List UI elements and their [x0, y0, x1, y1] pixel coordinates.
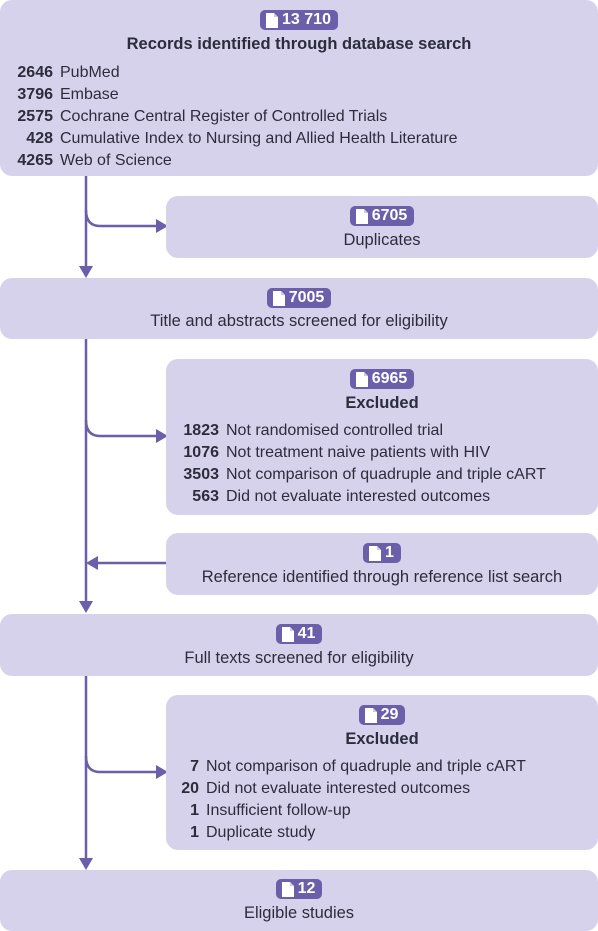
list-item: 3796 Embase — [4, 84, 458, 106]
count-badge: 6965 — [349, 369, 415, 389]
item-label: Not comparison of quadruple and triple c… — [226, 466, 546, 483]
item-label: Cochrane Central Register of Controlled … — [60, 108, 388, 125]
list-item: 2646 PubMed — [4, 62, 458, 84]
box-title: Eligible studies — [243, 904, 355, 922]
count-badge: 6705 — [349, 206, 415, 226]
count-badge: 12 — [275, 879, 323, 899]
item-label: PubMed — [60, 64, 120, 81]
box-title: Records identified through database sear… — [126, 35, 472, 53]
list-item: 4265 Web of Science — [4, 150, 458, 172]
item-count: 2646 — [17, 64, 53, 81]
item-count: 563 — [192, 488, 219, 505]
box-title: Reference identified through reference l… — [201, 568, 563, 586]
list-item: 20 Did not evaluate interested outcomes — [166, 778, 526, 800]
excluded-box: 6965 Excluded 1823 Not randomised control… — [166, 359, 598, 515]
count-value: 6965 — [371, 370, 408, 387]
item-count: 2575 — [17, 108, 53, 125]
document-icon — [369, 545, 382, 561]
item-count: 1076 — [183, 444, 219, 461]
eligible-box: 12 Eligible studies — [0, 870, 598, 931]
list-item: 563 Did not evaluate interested outcomes — [166, 486, 546, 508]
exclusion-list: 1823 Not randomised controlled trial 1076… — [166, 420, 546, 508]
item-count: 1 — [190, 824, 199, 841]
list-item: 428 Cumulative Index to Nursing and Allie… — [4, 128, 458, 150]
document-icon — [355, 208, 368, 224]
item-count: 1823 — [183, 422, 219, 439]
item-count: 428 — [26, 130, 53, 147]
count-badge: 1 — [363, 543, 401, 563]
item-label: Embase — [60, 86, 119, 103]
item-label: Cumulative Index to Nursing and Allied H… — [60, 130, 458, 147]
list-item: 1823 Not randomised controlled trial — [166, 420, 546, 442]
document-icon — [364, 707, 377, 723]
list-item: 3503 Not comparison of quadruple and trip… — [166, 464, 546, 486]
count-badge: 29 — [358, 705, 406, 725]
list-item: 1 Duplicate study — [166, 822, 526, 844]
arrowhead-right — [156, 219, 168, 233]
arrowhead-left — [86, 556, 98, 570]
document-icon — [281, 881, 294, 897]
records-identified-box: 13 710 Records identified through databa… — [0, 0, 598, 176]
arrowhead-down — [79, 601, 93, 613]
item-count: 3796 — [17, 86, 53, 103]
count-value: 7005 — [288, 289, 325, 306]
count-badge: 41 — [275, 624, 323, 644]
document-icon — [266, 12, 279, 28]
duplicates-box: 6705 Duplicates — [166, 196, 598, 258]
document-icon — [355, 371, 368, 387]
document-icon — [272, 290, 285, 306]
arrowhead-down — [79, 858, 93, 870]
list-item: 2575 Cochrane Central Register of Control… — [4, 106, 458, 128]
exclusion-list: 7 Not comparison of quadruple and triple … — [166, 756, 526, 844]
count-value: 1 — [385, 544, 394, 561]
list-item: 7 Not comparison of quadruple and triple … — [166, 756, 526, 778]
box-title: Excluded — [345, 394, 419, 412]
box-title: Excluded — [345, 730, 419, 748]
list-item: 1076 Not treatment naive patients with HI… — [166, 442, 546, 464]
item-count: 4265 — [17, 152, 53, 169]
item-label: Not treatment naive patients with HIV — [226, 444, 491, 461]
item-count: 3503 — [183, 466, 219, 483]
reference-box: 1 Reference identified through reference… — [166, 533, 598, 595]
count-badge: 7005 — [266, 288, 332, 308]
item-label: Not randomised controlled trial — [226, 422, 443, 439]
count-badge: 13 710 — [260, 10, 338, 30]
item-label: Duplicate study — [206, 824, 316, 841]
item-label: Not comparison of quadruple and triple c… — [206, 758, 526, 775]
list-item: 1 Insufficient follow-up — [166, 800, 526, 822]
box-title: Title and abstracts screened for eligibi… — [150, 312, 448, 330]
item-label: Web of Science — [60, 152, 172, 169]
item-count: 7 — [190, 758, 199, 775]
item-count: 20 — [181, 780, 199, 797]
arrowhead-right — [156, 429, 168, 443]
count-value: 12 — [297, 880, 316, 897]
item-label: Insufficient follow-up — [206, 802, 351, 819]
item-label: Did not evaluate interested outcomes — [226, 488, 491, 505]
item-count: 1 — [190, 802, 199, 819]
excluded-box: 29 Excluded 7 Not comparison of quadruple… — [166, 695, 598, 850]
count-value: 6705 — [371, 207, 408, 224]
count-value: 41 — [297, 625, 316, 642]
count-value: 13 710 — [282, 11, 331, 28]
item-label: Did not evaluate interested outcomes — [206, 780, 471, 797]
count-value: 29 — [380, 706, 399, 723]
box-title: Full texts screened for eligibility — [184, 649, 414, 667]
fulltext-box: 41 Full texts screened for eligibility — [0, 614, 598, 676]
screened-box: 7005 Title and abstracts screened for el… — [0, 278, 598, 339]
document-icon — [281, 626, 294, 642]
box-title: Duplicates — [343, 231, 421, 249]
source-list: 2646 PubMed 3796 Embase 2575 Cochrane Centr… — [4, 62, 458, 172]
arrowhead-right — [156, 765, 168, 779]
arrowhead-down — [79, 266, 93, 278]
